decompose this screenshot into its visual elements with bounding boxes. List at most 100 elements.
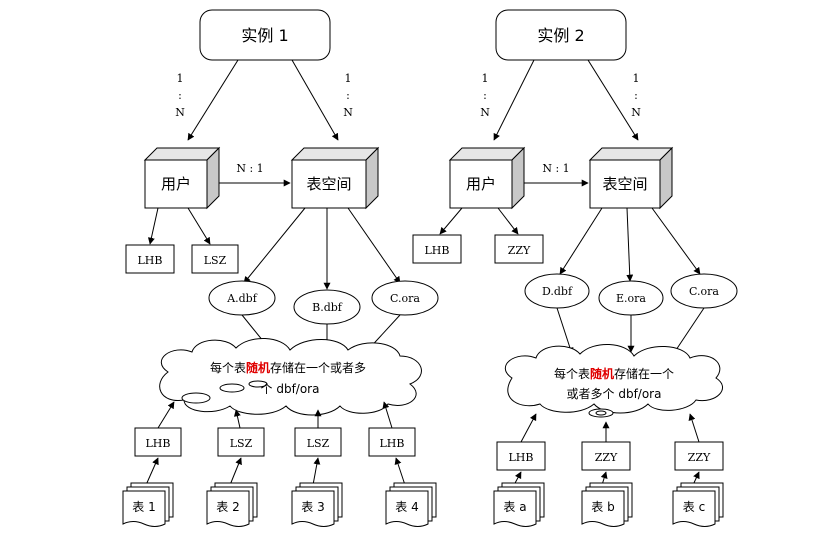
- arrow-table-3-to-owner: [312, 457, 321, 486]
- user2-box-zzy: [494, 234, 544, 264]
- arrow-table-1-to-owner: [145, 457, 159, 486]
- datafile2-name-e: E.ora: [616, 292, 646, 305]
- arrow-owner2-3-to-cloud: [688, 413, 700, 443]
- arrow-user2-to-zzy: [497, 207, 519, 235]
- arrow-ts2-to-file-e: [626, 207, 634, 282]
- owner-label-2: LSZ: [230, 437, 253, 450]
- owner-box-2: [217, 427, 265, 457]
- arrow-user-to-lsz: [187, 207, 211, 245]
- owner-box-1: [134, 427, 182, 457]
- table-doc-2: 表 2: [206, 482, 258, 527]
- tablespace-label-2: 表空间: [602, 175, 647, 193]
- owner2-box-2: [581, 441, 631, 471]
- arrow-table-4-to-owner: [394, 457, 406, 486]
- cardinality-left-bot-2: N: [480, 106, 490, 119]
- table-doc-b: 表 b: [581, 482, 633, 527]
- cardinality-right-bot: N: [343, 106, 353, 119]
- arrow-user2-to-lhb: [439, 207, 463, 235]
- instance-1-title: 实例 1: [241, 26, 288, 45]
- datafile-ellipse-c: [371, 280, 439, 316]
- cloud2-text-line1: 每个表随机存储在一个: [554, 366, 674, 381]
- cardinality-right-mid-2: :: [634, 89, 638, 102]
- owner-box-3: [294, 427, 342, 457]
- arrow-owner-2-to-cloud: [233, 409, 241, 429]
- cloud-highlight: 随机: [246, 360, 270, 375]
- user-name-lsz: LSZ: [204, 254, 227, 267]
- cardinality-left-mid-2: :: [483, 89, 487, 102]
- cardinality-left-top-2: 1: [482, 72, 489, 85]
- arrow-owner-1-to-cloud: [157, 401, 175, 429]
- table-doc-3: 表 3: [291, 482, 343, 527]
- table-doc-a: 表 a: [493, 482, 545, 527]
- table-doc-1: 表 1: [122, 482, 174, 527]
- cardinality-left-top: 1: [177, 72, 184, 85]
- arrow-ts2-to-file-d: [559, 207, 603, 275]
- owner2-box-1: [496, 441, 546, 471]
- user-cube: 用户: [143, 146, 221, 210]
- cloud2-text-line2: 或者多个 dbf/ora: [567, 387, 662, 401]
- instance-1-diagram: 实例 1 1 : N 1 : N 用户 N : 1 表空间: [122, 9, 439, 527]
- arrow-ts-to-file-c: [347, 207, 401, 284]
- arrow-user-to-lhb: [147, 207, 159, 245]
- datafile-name-c: C.ora: [390, 292, 420, 305]
- owner2-label-2: ZZY: [595, 451, 618, 464]
- instance-1-box: [199, 9, 331, 61]
- user-label-2: 用户: [466, 175, 496, 193]
- arrow-ts2-to-file-c: [651, 207, 701, 275]
- owner-box-4: [368, 427, 416, 457]
- ratio-label: N : 1: [236, 162, 263, 175]
- cardinality-right-top-2: 1: [633, 72, 640, 85]
- cloud-bubble-3: [248, 380, 268, 388]
- instance-2-box: [495, 9, 627, 61]
- arrow-instance-to-user: [187, 59, 239, 141]
- arrow-instance-to-tablespace: [291, 59, 339, 141]
- cardinality-right-top: 1: [345, 72, 352, 85]
- user2-name-lhb: LHB: [425, 244, 450, 257]
- cloud-bubble-1: [181, 392, 211, 404]
- arrow-owner2-1-to-cloud: [520, 413, 537, 443]
- cardinality-right-bot-2: N: [631, 106, 641, 119]
- owner-label-3: LSZ: [307, 437, 330, 450]
- owner-label-4: LHB: [380, 437, 405, 450]
- arrow-owner-4-to-cloud: [382, 401, 393, 429]
- arrow-file-c2-to-cloud: [671, 307, 705, 357]
- owner-label-1: LHB: [146, 437, 171, 450]
- cloud2-bubble-2: [595, 410, 607, 416]
- cloud-text-line2: 个 dbf/ora: [261, 382, 320, 396]
- datafile2-name-d: D.dbf: [542, 285, 573, 298]
- datafile2-name-c: C.ora: [689, 285, 719, 298]
- table-doc-c: 表 c: [672, 482, 724, 527]
- arrow-instance2-to-user: [493, 59, 535, 141]
- cloud-text-line1: 每个表随机存储在一个或者多: [210, 360, 366, 375]
- storage-cloud-2: [504, 343, 723, 414]
- user2-name-zzy: ZZY: [508, 244, 531, 257]
- cloud2-highlight: 随机: [590, 366, 614, 381]
- user-name-lhb: LHB: [138, 254, 163, 267]
- table-label-b: 表 b: [591, 500, 614, 514]
- arrow-ts-to-file-a: [243, 207, 306, 284]
- table-label-1: 表 1: [132, 500, 155, 514]
- storage-cloud: [159, 337, 422, 416]
- arrow-table-2-to-owner: [229, 457, 242, 486]
- datafile-name-b: B.dbf: [312, 301, 343, 314]
- table-label-c: 表 c: [683, 500, 705, 514]
- cardinality-left-bot: N: [175, 106, 185, 119]
- table-doc-4: 表 4: [385, 482, 437, 527]
- owner2-box-3: [674, 441, 724, 471]
- instance-2-diagram: 实例 2 1 : N 1 : N 用户 N : 1 表空间 LHB ZZY: [412, 9, 738, 527]
- ratio-label-2: N : 1: [542, 162, 569, 175]
- user-label: 用户: [161, 175, 191, 193]
- datafile-name-a: A.dbf: [226, 292, 258, 305]
- user-box-lsz: [191, 244, 239, 274]
- user2-box-lhb: [412, 234, 462, 264]
- instance-2-title: 实例 2: [537, 26, 584, 45]
- cardinality-right-mid: :: [346, 89, 350, 102]
- tablespace-cube: 表空间: [290, 146, 380, 210]
- user-box-lhb: [125, 244, 175, 274]
- table-label-4: 表 4: [395, 500, 418, 514]
- tablespace-cube-2: 表空间: [588, 146, 674, 210]
- table-label-a: 表 a: [503, 500, 526, 514]
- cardinality-left-mid: :: [178, 89, 182, 102]
- cloud-bubble-2: [219, 383, 245, 393]
- table-label-2: 表 2: [216, 500, 239, 514]
